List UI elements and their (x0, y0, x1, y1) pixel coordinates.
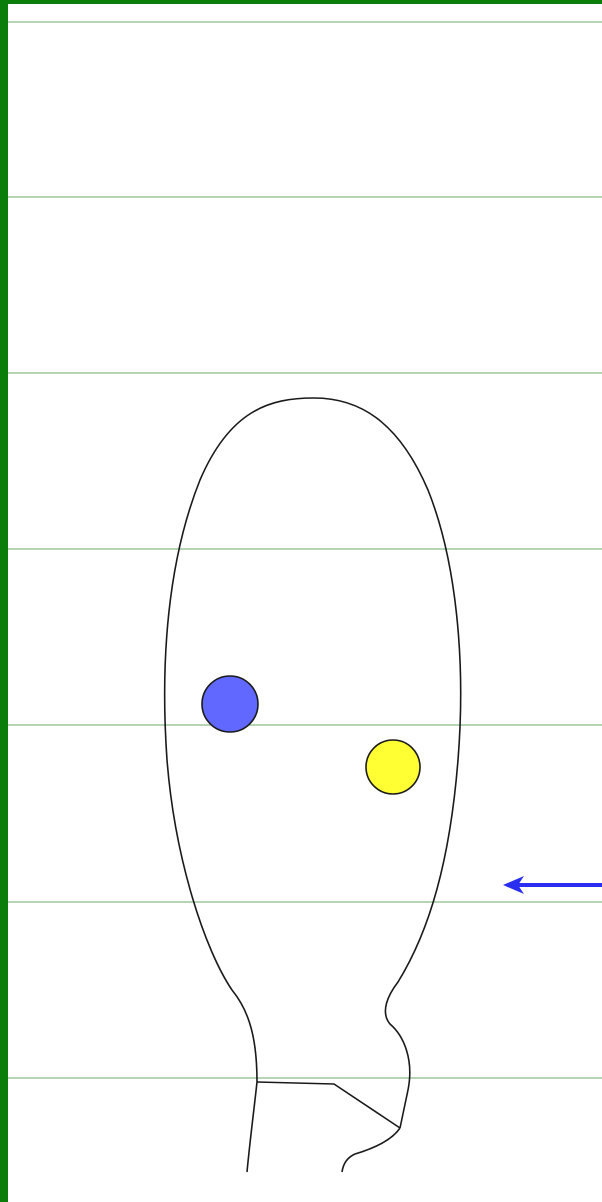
yellow-marker (366, 740, 420, 794)
blue-marker (202, 676, 258, 732)
left-frame-bar (0, 0, 8, 1202)
top-frame-bar (0, 0, 602, 4)
